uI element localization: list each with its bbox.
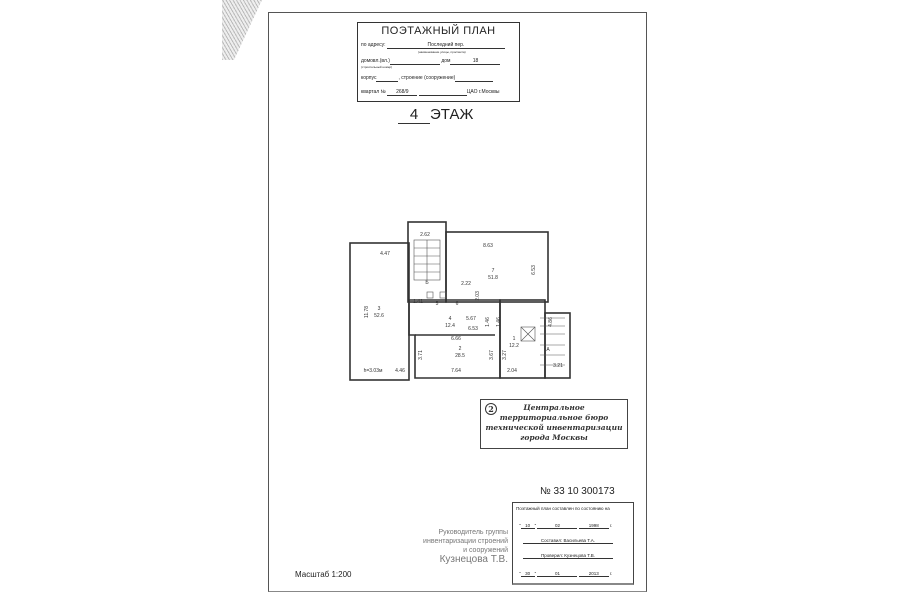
height-note: h=3.03м <box>364 368 383 374</box>
dim: 1.46 <box>496 317 502 327</box>
room-4-area: 12.4 <box>445 323 455 329</box>
sig-line: и сооружений <box>463 547 508 554</box>
room-2-num: 2 <box>459 346 462 352</box>
checked-by: Проверил: Кузнецова Т.В. <box>523 553 613 559</box>
korpus-label: корпус <box>361 75 377 81</box>
date1-year: 1998 <box>578 523 609 529</box>
date1-month: 02 <box>537 523 578 529</box>
year-suffix: г. <box>610 523 613 528</box>
domovl-hint: (строительный номер) <box>361 65 393 69</box>
date1-day: 10 <box>520 523 535 529</box>
date2-month: 01 <box>537 571 578 577</box>
dim: 2.03 <box>475 291 481 301</box>
address-label: по адресу: <box>361 42 386 48</box>
stairs-a <box>426 291 565 366</box>
stamp-number: 2 <box>485 403 497 415</box>
dim: 3.71 <box>418 350 424 360</box>
dom-value: 18 <box>450 58 501 65</box>
small-room-5: 5 <box>436 301 439 307</box>
stamp-line: технической инвентаризации <box>485 423 623 432</box>
room-labels: 3 52.6 7 51.8 4 12.4 2 28.5 1 12.2 Б А 5… <box>364 232 564 374</box>
dim: 2.22 <box>461 281 471 287</box>
dim: 5.67 <box>466 316 476 322</box>
dom-label: дом <box>441 58 451 64</box>
scale-label: Масштаб 1:200 <box>295 570 352 579</box>
dim: 2.04 <box>507 368 517 374</box>
dim: 3.21 <box>553 363 563 369</box>
date2-year: 2013 <box>578 571 609 577</box>
room-3-area: 52.6 <box>374 313 384 319</box>
sig-line: Руководитель группы <box>438 529 508 536</box>
dim: 6.53 <box>531 265 537 275</box>
dim: 6.53 <box>468 326 478 332</box>
sig-line: инвентаризации строений <box>423 538 508 545</box>
dim: 3.27 <box>502 350 508 360</box>
bti-stamp: 2 Центральное территориальное бюро техни… <box>480 399 628 449</box>
dim: 8.63 <box>483 243 493 249</box>
plan-title: ПОЭТАЖНЫЙ ПЛАН <box>381 25 496 37</box>
room-7-num: 7 <box>492 268 495 274</box>
dim: 1.41 <box>413 299 423 305</box>
room-3-num: 3 <box>378 306 381 312</box>
year-suffix: г. <box>610 571 613 576</box>
dim: 4.86 <box>548 317 554 327</box>
certificate-block: Поэтажный план составлен по состоянию на… <box>512 502 634 585</box>
stamp-line: Центральное <box>523 403 585 412</box>
district: ЦАО г.Москвы <box>466 89 500 95</box>
room-1-area: 12.2 <box>509 343 519 349</box>
dim: 6.66 <box>451 336 461 342</box>
compiled-by: Составил: Васильева Т.А. <box>523 538 613 544</box>
dim: 11.78 <box>364 306 370 318</box>
sig-name: Кузнецова Т.В. <box>439 554 508 565</box>
stairs-b <box>413 239 441 281</box>
room-1-num: 1 <box>513 336 516 342</box>
dim: 2.62 <box>420 232 430 238</box>
floor-label: ЭТАЖ <box>430 106 474 123</box>
address-hint: (наименование улицы, проспекта) <box>418 50 466 54</box>
dim: 7.64 <box>451 368 461 374</box>
registration-number: № 33 10 300173 <box>540 486 615 497</box>
room-4-num: 4 <box>449 316 452 322</box>
date2-day: 30 <box>520 571 535 577</box>
stamp-line: города Москвы <box>520 433 588 442</box>
room-7-area: 51.8 <box>488 275 498 281</box>
room-2-area: 28.5 <box>455 353 465 359</box>
floor-number: 4 <box>398 106 430 124</box>
stamp-line: территориальное бюро <box>499 413 609 422</box>
walls <box>349 221 571 381</box>
dim: 1.46 <box>485 317 491 327</box>
page-frame <box>268 12 647 592</box>
dim: 4.46 <box>395 368 405 374</box>
title-block: ПОЭТАЖНЫЙ ПЛАН по адресу: Последний пер.… <box>357 22 520 102</box>
stroenie-label: строение (сооружение) <box>401 75 456 81</box>
stair-b-label: Б <box>425 280 429 286</box>
dim: 4.47 <box>380 251 390 257</box>
small-room-6: 6 <box>456 301 459 307</box>
signature-stamp: Руководитель группы инвентаризации строе… <box>423 528 508 565</box>
domovl-label: домовл.(вл.) <box>361 58 390 64</box>
kvartal-value: 268/9 <box>387 89 418 96</box>
dim: 3.67 <box>489 350 495 360</box>
address-value: Последний пер. <box>386 42 505 49</box>
cert-heading: Поэтажный план составлен по состоянию на <box>516 506 610 511</box>
kvartal-label: квартал № <box>361 89 386 95</box>
stair-a-label: А <box>546 347 550 353</box>
